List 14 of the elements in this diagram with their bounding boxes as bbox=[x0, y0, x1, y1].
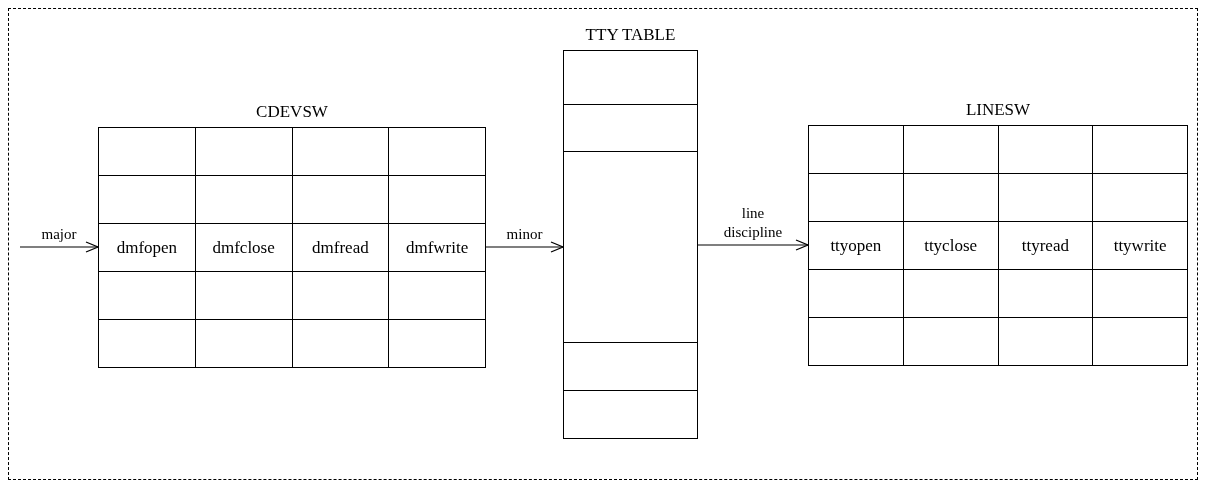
table-cell: dmfread bbox=[292, 224, 390, 272]
arrow bbox=[697, 239, 809, 251]
arrow bbox=[485, 241, 564, 253]
arrow bbox=[19, 241, 99, 253]
table-cell: ttyread bbox=[998, 222, 1094, 270]
table-cell: dmfwrite bbox=[389, 224, 486, 272]
table-cell: ttyclose bbox=[903, 222, 999, 270]
table-cell: dmfclose bbox=[195, 224, 293, 272]
table-cell: dmfopen bbox=[99, 224, 196, 272]
table-cell: ttyopen bbox=[809, 222, 904, 270]
table-title: CDEVSW bbox=[256, 101, 328, 123]
table-cell: ttywrite bbox=[1093, 222, 1188, 270]
table-title: TTY TABLE bbox=[585, 24, 676, 46]
table-title: LINESW bbox=[965, 99, 1031, 121]
